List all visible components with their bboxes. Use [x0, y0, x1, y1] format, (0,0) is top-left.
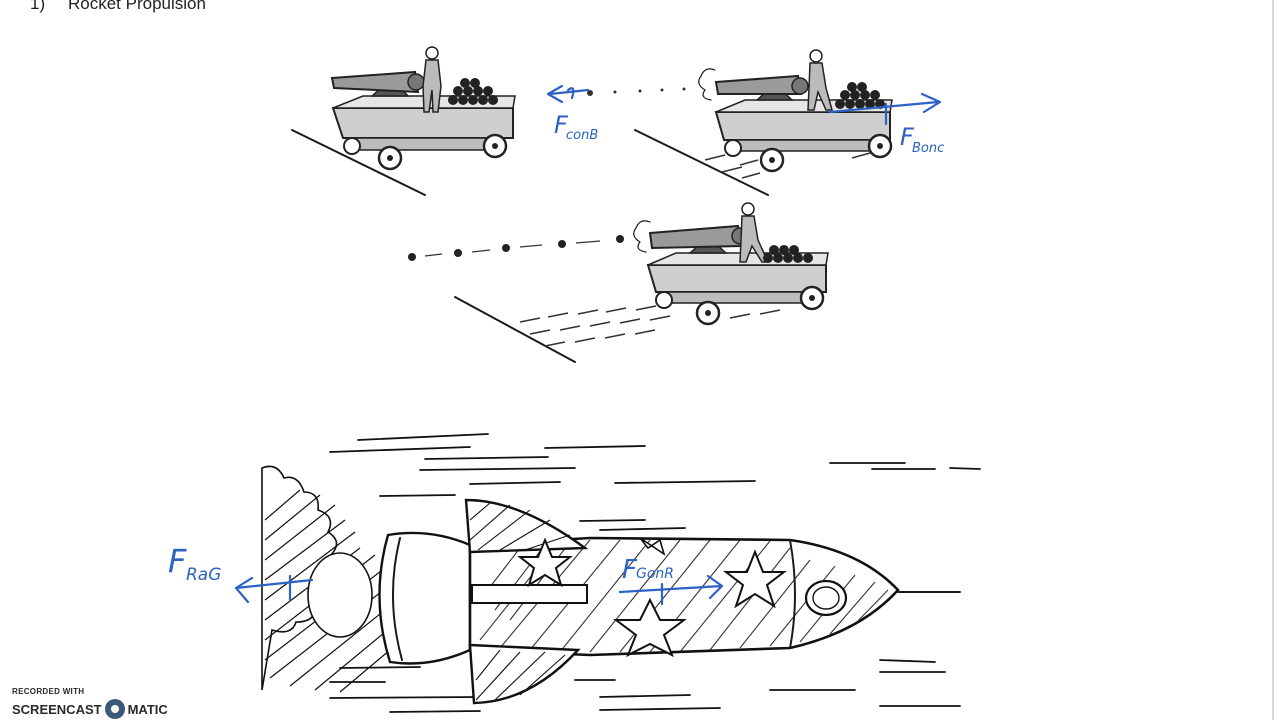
f-conb-symbol: F — [554, 111, 569, 139]
cannon-cart-1 — [291, 46, 516, 196]
exhaust-plume — [261, 465, 391, 693]
force-annotation-rag: F RaG — [168, 542, 314, 604]
heading-number: 1) — [30, 0, 46, 13]
trajectory-dots-3 — [408, 235, 624, 261]
force-annotation-gonr: F GonR — [618, 555, 724, 606]
cannonball-pile-1 — [448, 78, 498, 105]
rocket-star-2 — [723, 549, 787, 609]
rocket-star-3 — [613, 597, 687, 658]
rocket-bottom-fin — [468, 643, 581, 705]
rocket-body — [468, 536, 900, 657]
f-bonc-symbol: F — [900, 123, 915, 151]
cannonball-pile-3 — [763, 245, 813, 263]
f-gonr-symbol: F — [622, 555, 638, 585]
cannonball-pile-2 — [835, 82, 885, 109]
rocket-top-fin — [464, 498, 589, 554]
rocket-nozzle — [378, 531, 472, 665]
heading-text: Rocket Propulsion — [68, 0, 206, 13]
rocket-star-4 — [639, 537, 666, 556]
rocket-porthole — [804, 579, 848, 617]
f-rag-subscript: RaG — [186, 565, 221, 585]
recoil-arrows-2 — [704, 152, 871, 179]
screencast-watermark: RECORDED WITH SCREENCAST MATIC — [12, 688, 168, 719]
f-rag-symbol: F — [168, 542, 187, 580]
cannon-cart-3 — [408, 202, 829, 363]
recoil-arrows-3 — [519, 305, 781, 347]
watermark-line1: RECORDED WITH — [12, 687, 85, 696]
f-bonc-subscript: Bonc — [912, 141, 944, 156]
f-conb-subscript: conB — [566, 128, 598, 143]
f-gonr-subscript: GonR — [636, 566, 674, 582]
rocket-side-fin — [471, 584, 588, 604]
man-figure-3 — [739, 202, 770, 263]
cannon-cart-2 — [587, 49, 893, 196]
man-figure-2 — [807, 49, 833, 111]
force-annotation-conb: F conB — [546, 84, 598, 143]
watermark-line2-a: SCREENCAST — [12, 701, 102, 717]
rocket-star-1 — [517, 537, 573, 588]
trajectory-dots-2 — [587, 87, 686, 96]
watermark-line2-b: MATIC — [127, 701, 168, 717]
slide-heading: 1) Rocket Propulsion — [30, 0, 206, 14]
screencast-logo-icon — [104, 699, 125, 719]
force-annotation-bonc: F Bonc — [828, 92, 944, 156]
speed-lines — [329, 433, 981, 713]
man-figure-1 — [422, 46, 442, 113]
page-edge-rule — [1272, 0, 1274, 720]
rocket-sketch — [261, 433, 981, 713]
